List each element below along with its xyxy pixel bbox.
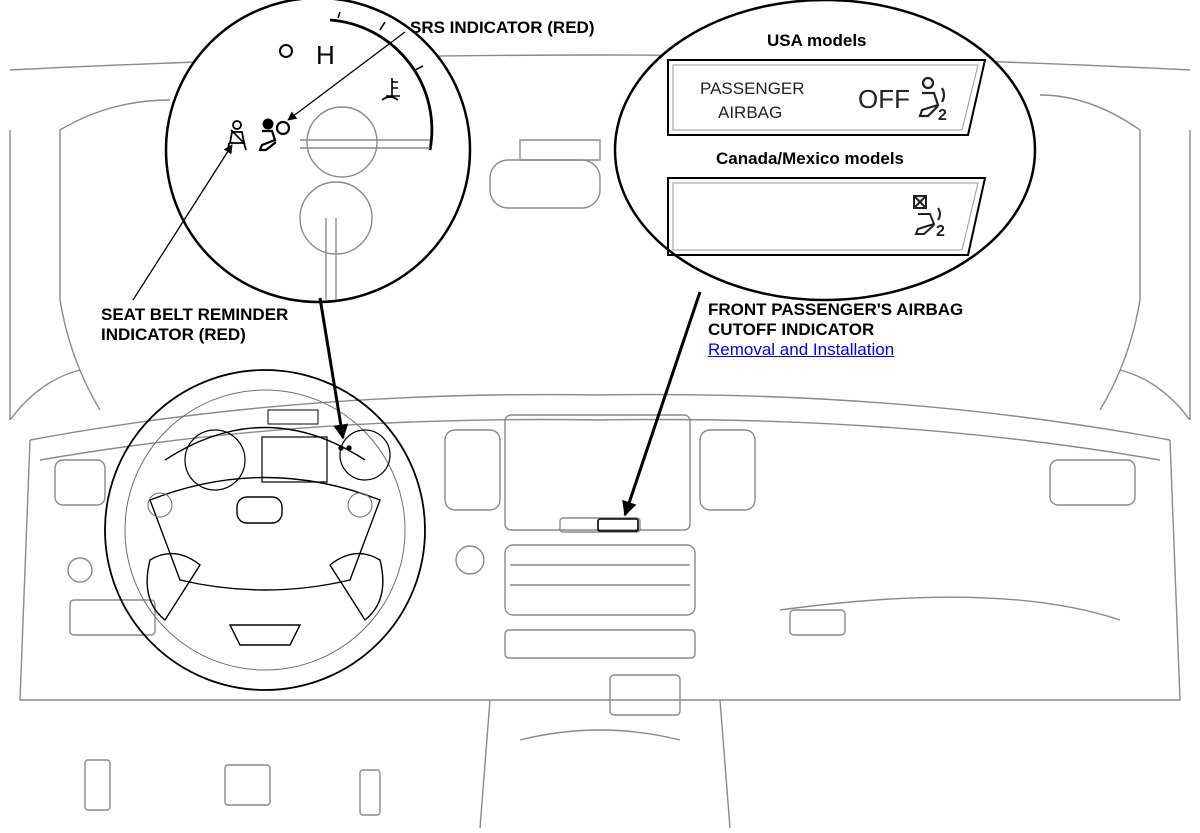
steering-wheel-rim (104, 369, 426, 691)
canada-panel-seat-number: 2 (936, 223, 945, 240)
cluster-top-lights (267, 409, 319, 425)
coolant-temp-icon (381, 78, 400, 101)
cluster-magnifier: H (164, 0, 472, 304)
wheel-spoke-left (146, 552, 201, 622)
gauge-needle-hub (306, 106, 378, 178)
right-a-pillar (1099, 130, 1141, 411)
seat-belt-leader-line (132, 144, 233, 301)
cutoff-to-dash-arrow (622, 291, 702, 517)
center-display (504, 414, 691, 531)
wheel-emblem (236, 496, 283, 524)
wheel-button-left (147, 492, 173, 518)
pedal-left (84, 759, 111, 811)
right-visor (1039, 94, 1141, 131)
airbag-panel-magnifier: PASSENGER AIRBAG OFF 2 2 (613, 0, 1037, 302)
pedal-accel (359, 769, 381, 816)
usa-panel-passenger-text: PASSENGER (700, 79, 805, 98)
seat-belt-reminder-label-line1: SEAT BELT REMINDER (101, 305, 289, 324)
pedal-brake (224, 764, 271, 806)
console-switches (609, 674, 681, 716)
srs-leader-line (287, 31, 406, 121)
temp-gauge-arc (329, 18, 434, 151)
dash-top-curve-inner (39, 418, 1161, 461)
windshield-top-edge (9, 54, 1191, 71)
usa-panel-off-text: OFF (858, 84, 910, 114)
cutoff-indicator-housing (559, 517, 641, 533)
dash-lower-edge (19, 439, 1181, 701)
mirror-mount (519, 139, 601, 161)
knob-left (67, 557, 93, 583)
glove-box-handle (789, 609, 846, 636)
canada-airbag-panel-inner (672, 182, 979, 251)
hazard-knob (455, 545, 485, 575)
cold-indicator-o (279, 44, 293, 58)
climate-panel (504, 544, 696, 616)
srs-indicator-label: SRS INDICATOR (RED) (410, 18, 595, 37)
left-a-pillar (59, 130, 101, 411)
seat-belt-reminder-label-line2: INDICATOR (RED) (101, 325, 246, 344)
cluster-to-magnifier-arrow (318, 297, 349, 440)
steering-wheel (104, 369, 426, 691)
dashboard-outline (9, 54, 1191, 829)
usa-panel-seat-number: 2 (938, 107, 947, 124)
canada-mexico-models-label: Canada/Mexico models (716, 149, 905, 168)
wheel-bottom-pad (228, 624, 302, 646)
steering-wheel-inner-rim (124, 389, 406, 671)
left-visor (59, 99, 171, 131)
cutoff-indicator-lamp (597, 518, 639, 532)
cutoff-indicator-label-line1: FRONT PASSENGER'S AIRBAG (708, 300, 964, 319)
cluster-hood (164, 426, 366, 461)
callout-lines (132, 31, 702, 517)
left-door-trim (9, 369, 81, 421)
radio-slot (504, 629, 696, 659)
wheel-spoke-right (329, 552, 384, 622)
usa-panel-airbag-text: AIRBAG (718, 103, 782, 122)
glove-box (779, 596, 1121, 621)
usa-airbag-panel-inner (672, 64, 979, 131)
center-vent-left (444, 429, 501, 511)
wheel-button-right (347, 492, 373, 518)
usa-models-label: USA models (767, 31, 867, 50)
center-console (479, 699, 731, 829)
right-door-trim (1119, 369, 1191, 421)
center-vent-right (699, 429, 756, 511)
wheel-hub (149, 476, 381, 591)
canada-airbag-panel (667, 177, 987, 256)
cluster-tach (184, 429, 246, 491)
left-switch-panel (69, 599, 156, 636)
cluster-magnifier-ring (164, 0, 472, 304)
cluster-srs-dot-1 (338, 445, 344, 451)
cluster-center-display (261, 436, 328, 483)
cluster-srs-dot-2 (346, 445, 352, 451)
usa-passenger-airbag-icon (918, 76, 946, 118)
srs-indicator-icon (258, 118, 291, 152)
rearview-mirror (489, 159, 601, 209)
cutoff-indicator-label-line2: CUTOFF INDICATOR (708, 320, 875, 339)
left-vent (54, 459, 106, 506)
removal-and-installation-link[interactable]: Removal and Installation (708, 340, 895, 359)
usa-airbag-panel (667, 59, 987, 136)
right-vent (1049, 459, 1136, 506)
hot-indicator-h: H (316, 40, 335, 70)
cluster-temp (339, 429, 391, 481)
console-cupholder (519, 729, 681, 741)
temp-gauge-ticks (337, 11, 424, 71)
dash-top-curve (29, 393, 1171, 441)
canada-passenger-airbag-icon (913, 195, 941, 235)
